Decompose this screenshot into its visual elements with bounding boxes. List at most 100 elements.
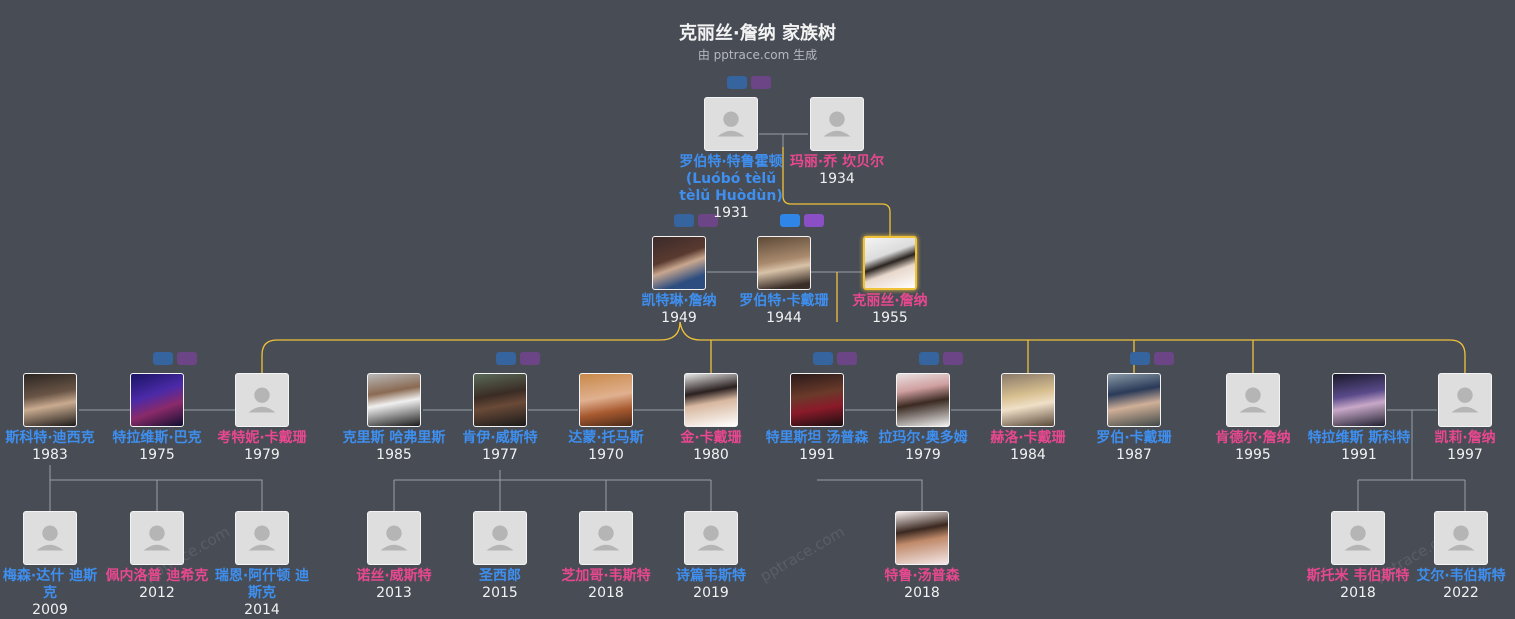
expand-parents-control[interactable] <box>780 212 828 227</box>
person-birth-year: 2012 <box>139 585 175 601</box>
person-name: 特里斯坦 汤普森 <box>765 430 869 446</box>
person-node[interactable]: 考特妮·卡戴珊 1979 <box>210 373 314 463</box>
avatar-placeholder-icon <box>704 97 758 151</box>
person-node[interactable]: 诺丝·威斯特 2013 <box>342 511 446 601</box>
avatar-placeholder-icon <box>810 97 864 151</box>
person-node[interactable]: 赫洛·卡戴珊 1984 <box>976 373 1080 463</box>
person-node[interactable]: 特里斯坦 汤普森 1991 <box>765 373 869 463</box>
person-birth-year: 1995 <box>1235 447 1271 463</box>
person-name: 达蒙·托马斯 <box>568 430 644 446</box>
person-birth-year: 1987 <box>1116 447 1152 463</box>
lineage-line <box>782 147 891 236</box>
person-photo <box>23 373 77 427</box>
person-name: 罗伯·卡戴珊 <box>1096 430 1172 446</box>
expand-parents-control[interactable] <box>727 74 775 89</box>
person-birth-year: 1979 <box>244 447 280 463</box>
person-birth-year: 2019 <box>693 585 729 601</box>
person-node[interactable]: 斯科特·迪西克 1983 <box>0 373 102 463</box>
person-birth-year: 1975 <box>139 447 175 463</box>
person-photo <box>1001 373 1055 427</box>
person-birth-year: 1970 <box>588 447 624 463</box>
person-node[interactable]: 凯莉·詹纳 1997 <box>1413 373 1515 463</box>
lineage-line <box>679 321 1466 373</box>
person-birth-year: 1934 <box>819 171 855 187</box>
person-birth-year: 1931 <box>713 205 749 221</box>
expand-parents-control[interactable] <box>674 212 722 227</box>
avatar-placeholder-icon <box>130 511 184 565</box>
person-node[interactable]: 诗篇韦斯特 2019 <box>659 511 763 601</box>
person-photo <box>895 511 949 565</box>
person-name: 肯伊·威斯特 <box>462 430 538 446</box>
expand-parents-control[interactable] <box>496 350 544 365</box>
person-photo <box>1107 373 1161 427</box>
person-name: 佩内洛普 迪希克 <box>105 568 209 584</box>
person-node[interactable]: 瑞恩·阿什顿 迪斯克 2014 <box>210 511 314 618</box>
person-name: 克丽丝·詹纳 <box>852 293 928 309</box>
person-node[interactable]: 罗伯·卡戴珊 1987 <box>1082 373 1186 463</box>
person-name: 特拉维斯·巴克 <box>112 430 202 446</box>
person-name: 凯特琳·詹纳 <box>641 293 717 309</box>
person-node[interactable]: 肯德尔·詹纳 1995 <box>1201 373 1305 463</box>
person-node[interactable]: 芝加哥·韦斯特 2018 <box>554 511 658 601</box>
lineage-line <box>261 321 681 373</box>
person-node[interactable]: 凯特琳·詹纳 1949 <box>627 236 731 326</box>
person-node[interactable]: 罗伯特·卡戴珊 1944 <box>732 236 836 326</box>
person-birth-year: 1984 <box>1010 447 1046 463</box>
person-birth-year: 2013 <box>376 585 412 601</box>
page-title: 克丽丝·詹纳 家族树 <box>678 23 837 44</box>
person-node[interactable]: 肯伊·威斯特 1977 <box>448 373 552 463</box>
avatar-placeholder-icon <box>473 511 527 565</box>
person-birth-year: 1955 <box>872 310 908 326</box>
person-birth-year: 1980 <box>693 447 729 463</box>
avatar-placeholder-icon <box>1434 511 1488 565</box>
person-node[interactable]: 克里斯 哈弗里斯 1985 <box>342 373 446 463</box>
person-node[interactable]: 艾尔·韦伯斯特 2022 <box>1409 511 1513 601</box>
person-photo <box>896 373 950 427</box>
expand-parents-control[interactable] <box>813 350 861 365</box>
person-node[interactable]: 特鲁·汤普森 2018 <box>870 511 974 601</box>
person-node[interactable]: 特拉维斯 斯科特 1991 <box>1307 373 1411 463</box>
person-photo <box>473 373 527 427</box>
person-name: 罗伯特·卡戴珊 <box>739 293 829 309</box>
person-node[interactable]: 斯托米 韦伯斯特 2018 <box>1306 511 1410 601</box>
person-birth-year: 1991 <box>1341 447 1377 463</box>
person-node[interactable]: 拉玛尔·奥多姆 1979 <box>871 373 975 463</box>
person-birth-year: 2015 <box>482 585 518 601</box>
person-node[interactable]: 梅森·达什 迪斯克 2009 <box>0 511 102 618</box>
link-line <box>50 479 263 511</box>
expand-parents-control[interactable] <box>153 350 201 365</box>
person-node[interactable]: 达蒙·托马斯 1970 <box>554 373 658 463</box>
person-name: 艾尔·韦伯斯特 <box>1416 568 1506 584</box>
person-node[interactable]: 佩内洛普 迪希克 2012 <box>105 511 209 601</box>
avatar-placeholder-icon <box>23 511 77 565</box>
person-photo <box>367 373 421 427</box>
person-node[interactable]: 特拉维斯·巴克 1975 <box>105 373 209 463</box>
person-birth-year: 1997 <box>1447 447 1483 463</box>
avatar-placeholder-icon <box>235 373 289 427</box>
person-node[interactable]: 罗伯特·特鲁霍顿 (Luóbó tèlǔ tèlǔ Huòdùn) 1931 <box>679 97 783 221</box>
avatar-placeholder-icon <box>1438 373 1492 427</box>
person-name: 斯科特·迪西克 <box>5 430 95 446</box>
person-birth-year: 1949 <box>661 310 697 326</box>
person-node[interactable]: 玛丽·乔 坎贝尔 1934 <box>785 97 889 187</box>
person-photo <box>757 236 811 290</box>
person-birth-year: 1983 <box>32 447 68 463</box>
person-birth-year: 2018 <box>1340 585 1376 601</box>
person-name: 赫洛·卡戴珊 <box>990 430 1066 446</box>
avatar-placeholder-icon <box>367 511 421 565</box>
expand-parents-control[interactable] <box>919 350 967 365</box>
person-birth-year: 1979 <box>905 447 941 463</box>
person-birth-year: 2014 <box>244 602 280 618</box>
avatar-placeholder-icon <box>1331 511 1385 565</box>
person-photo <box>863 236 917 290</box>
person-photo <box>684 373 738 427</box>
person-node[interactable]: 克丽丝·詹纳 1955 <box>838 236 942 326</box>
person-photo <box>1332 373 1386 427</box>
person-node[interactable]: 金·卡戴珊 1980 <box>659 373 763 463</box>
person-name: 瑞恩·阿什顿 迪斯克 <box>214 568 310 601</box>
person-node[interactable]: 圣西郎 2015 <box>448 511 552 601</box>
expand-parents-control[interactable] <box>1130 350 1178 365</box>
avatar-placeholder-icon <box>579 511 633 565</box>
person-name: 考特妮·卡戴珊 <box>217 430 307 446</box>
person-birth-year: 2022 <box>1443 585 1479 601</box>
